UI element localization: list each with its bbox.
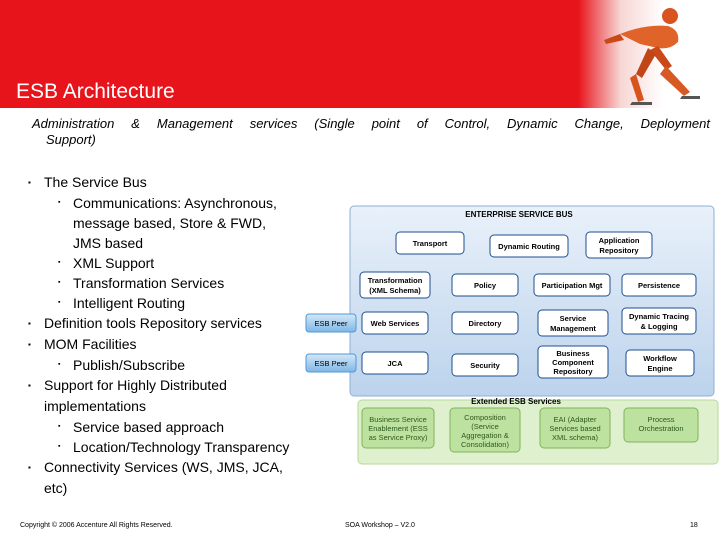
sub-bullet-continuation: message based, Store & FWD, (73, 215, 266, 231)
svg-text:Consolidation): Consolidation) (461, 440, 509, 449)
subtitle-line-1: Administration & Management services (Si… (32, 116, 710, 131)
svg-text:Service: Service (560, 314, 587, 323)
esb-peer-1 (305, 313, 357, 333)
box-dynamic-tracing: Dynamic Tracing & Logging (621, 307, 697, 335)
svg-text:Persistence: Persistence (638, 281, 680, 290)
svg-text:Application: Application (599, 236, 640, 245)
bullet-item: Definition tools Repository services (8, 313, 338, 334)
box-jca: JCA (361, 351, 429, 375)
sub-bullet-item: Location/Technology Transparency (8, 437, 338, 457)
svg-text:Transport: Transport (413, 239, 448, 248)
svg-text:Directory: Directory (469, 319, 503, 328)
svg-text:JCA: JCA (387, 359, 403, 368)
bullet-item: Connectivity Services (WS, JMS, JCA, (8, 457, 338, 478)
box-directory: Directory (451, 311, 519, 335)
esb-architecture-diagram: ENTERPRISE SERVICE BUS ESB Peer ESB Peer… (305, 205, 719, 465)
footer-workshop: SOA Workshop – V2.0 (345, 522, 415, 529)
svg-text:Policy: Policy (474, 281, 497, 290)
box-security: Security (451, 353, 519, 377)
bullet-item: The Service Bus (8, 172, 338, 193)
svg-text:Repository: Repository (553, 367, 593, 376)
slide-title: ESB Architecture (16, 80, 175, 103)
svg-text:Participation Mgt: Participation Mgt (542, 281, 603, 290)
ext-process-orchestration: Process Orchestration (623, 407, 699, 443)
esb-peer-2-label: ESB Peer (315, 359, 348, 368)
svg-text:Engine: Engine (647, 364, 672, 373)
bullet-continuation: etc) (44, 480, 68, 496)
box-business-component-repository: Business Component Repository (537, 345, 609, 379)
svg-text:Transformation: Transformation (368, 276, 423, 285)
sub-bullet-item: Transformation Services (8, 273, 338, 293)
sub-bullet-item: XML Support (8, 253, 338, 273)
esb-peer-2 (305, 353, 357, 373)
svg-text:Dynamic Routing: Dynamic Routing (498, 242, 560, 251)
subtitle-line-2: Support) (46, 132, 96, 147)
svg-text:Orchestration: Orchestration (638, 424, 683, 433)
svg-text:& Logging: & Logging (640, 322, 677, 331)
esb-title: ENTERPRISE SERVICE BUS (465, 210, 573, 219)
svg-text:Workflow: Workflow (643, 354, 677, 363)
ext-eai-adapter: EAI (Adapter Services based XML schema) (539, 407, 611, 449)
svg-text:Web Services: Web Services (371, 319, 420, 328)
svg-text:EAI (Adapter: EAI (Adapter (554, 415, 597, 424)
svg-text:as Service Proxy): as Service Proxy) (369, 433, 428, 442)
svg-text:Services based: Services based (549, 424, 600, 433)
footer-copyright: Copyright © 2006 Accenture All Rights Re… (20, 522, 173, 529)
bullet-item: MOM Facilities (8, 334, 338, 355)
box-web-services: Web Services (361, 311, 429, 335)
svg-text:(Service: (Service (471, 422, 499, 431)
svg-text:Security: Security (470, 361, 500, 370)
svg-text:Enablement (ESS: Enablement (ESS (368, 424, 428, 433)
box-transformation: Transformation (XML Schema) (359, 271, 431, 299)
sub-bullet-item: Intelligent Routing (8, 293, 338, 313)
svg-text:Business Service: Business Service (369, 415, 427, 424)
box-service-management: Service Management (537, 309, 609, 337)
svg-text:XML schema): XML schema) (552, 433, 598, 442)
bullet-continuation: implementations (44, 398, 146, 414)
sub-bullet-item: Publish/Subscribe (8, 355, 338, 375)
ext-composition: Composition (Service Aggregation & Conso… (449, 407, 521, 453)
bullet-list: The Service Bus Communications: Asynchro… (8, 172, 338, 499)
svg-text:Management: Management (550, 324, 596, 333)
speed-skater-image (604, 8, 700, 105)
box-dynamic-routing: Dynamic Routing (489, 234, 569, 258)
box-persistence: Persistence (621, 273, 697, 297)
sub-bullet-continuation: JMS based (73, 235, 144, 251)
sub-bullet-item: Communications: Asynchronous, (8, 193, 338, 213)
page-number: 18 (690, 522, 698, 529)
box-policy: Policy (451, 273, 519, 297)
svg-text:Repository: Repository (599, 246, 639, 255)
box-participation-mgt: Participation Mgt (533, 273, 611, 297)
bullet-item: Support for Highly Distributed (8, 375, 338, 396)
ext-business-service-enablement: Business Service Enablement (ESS as Serv… (361, 407, 435, 449)
extended-title: Extended ESB Services (471, 397, 561, 406)
esb-peer-1-label: ESB Peer (315, 319, 348, 328)
svg-text:Business: Business (556, 349, 589, 358)
svg-text:Aggregation &: Aggregation & (461, 431, 509, 440)
box-transport: Transport (395, 231, 465, 255)
box-workflow-engine: Workflow Engine (625, 349, 695, 377)
sub-bullet-item: Service based approach (8, 417, 338, 437)
svg-text:Composition: Composition (464, 413, 506, 422)
svg-text:Dynamic Tracing: Dynamic Tracing (629, 312, 689, 321)
svg-text:Component: Component (552, 358, 594, 367)
header-divider (0, 108, 720, 110)
box-application-repository: Application Repository (585, 231, 653, 259)
svg-text:(XML Schema): (XML Schema) (369, 286, 421, 295)
svg-text:Process: Process (647, 415, 674, 424)
